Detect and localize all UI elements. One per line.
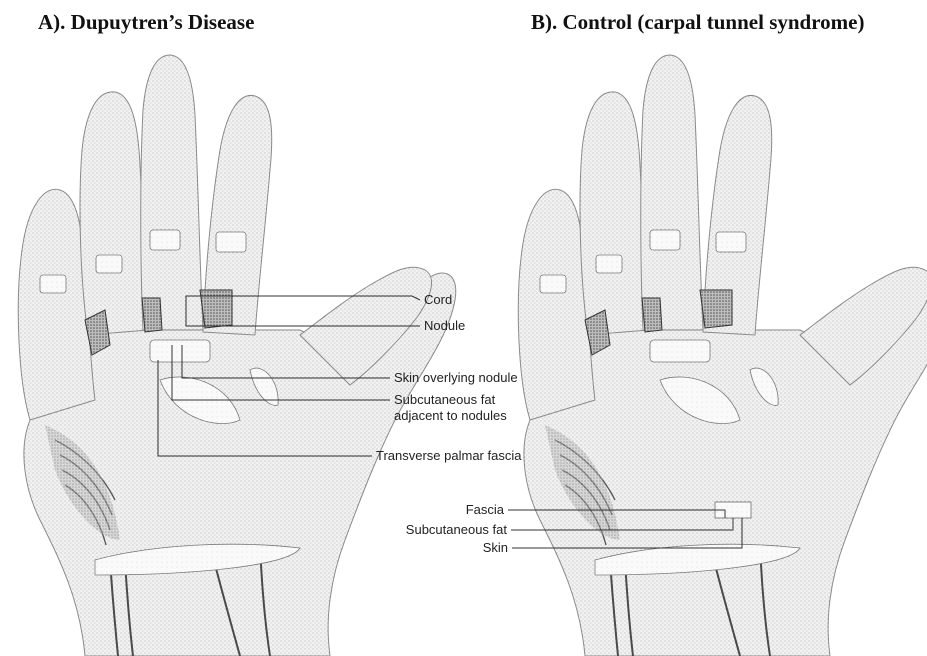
subcutaneous-fat-label-line2: adjacent to nodules [394,408,507,423]
subcutaneous-fat-label-line1: Subcutaneous fat [394,392,496,407]
subcutaneous-fat-label: Subcutaneous fat [406,522,508,537]
fascia-label: Fascia [466,502,505,517]
skin-label: Skin [483,540,508,555]
hand-illustration-b [518,55,927,656]
hand-illustration-a [18,55,455,656]
cord-label: Cord [424,292,452,307]
skin-overlying-nodule-label: Skin overlying nodule [394,370,518,385]
nodule-label: Nodule [424,318,465,333]
transverse-palmar-fascia-label: Transverse palmar fascia [376,448,522,463]
